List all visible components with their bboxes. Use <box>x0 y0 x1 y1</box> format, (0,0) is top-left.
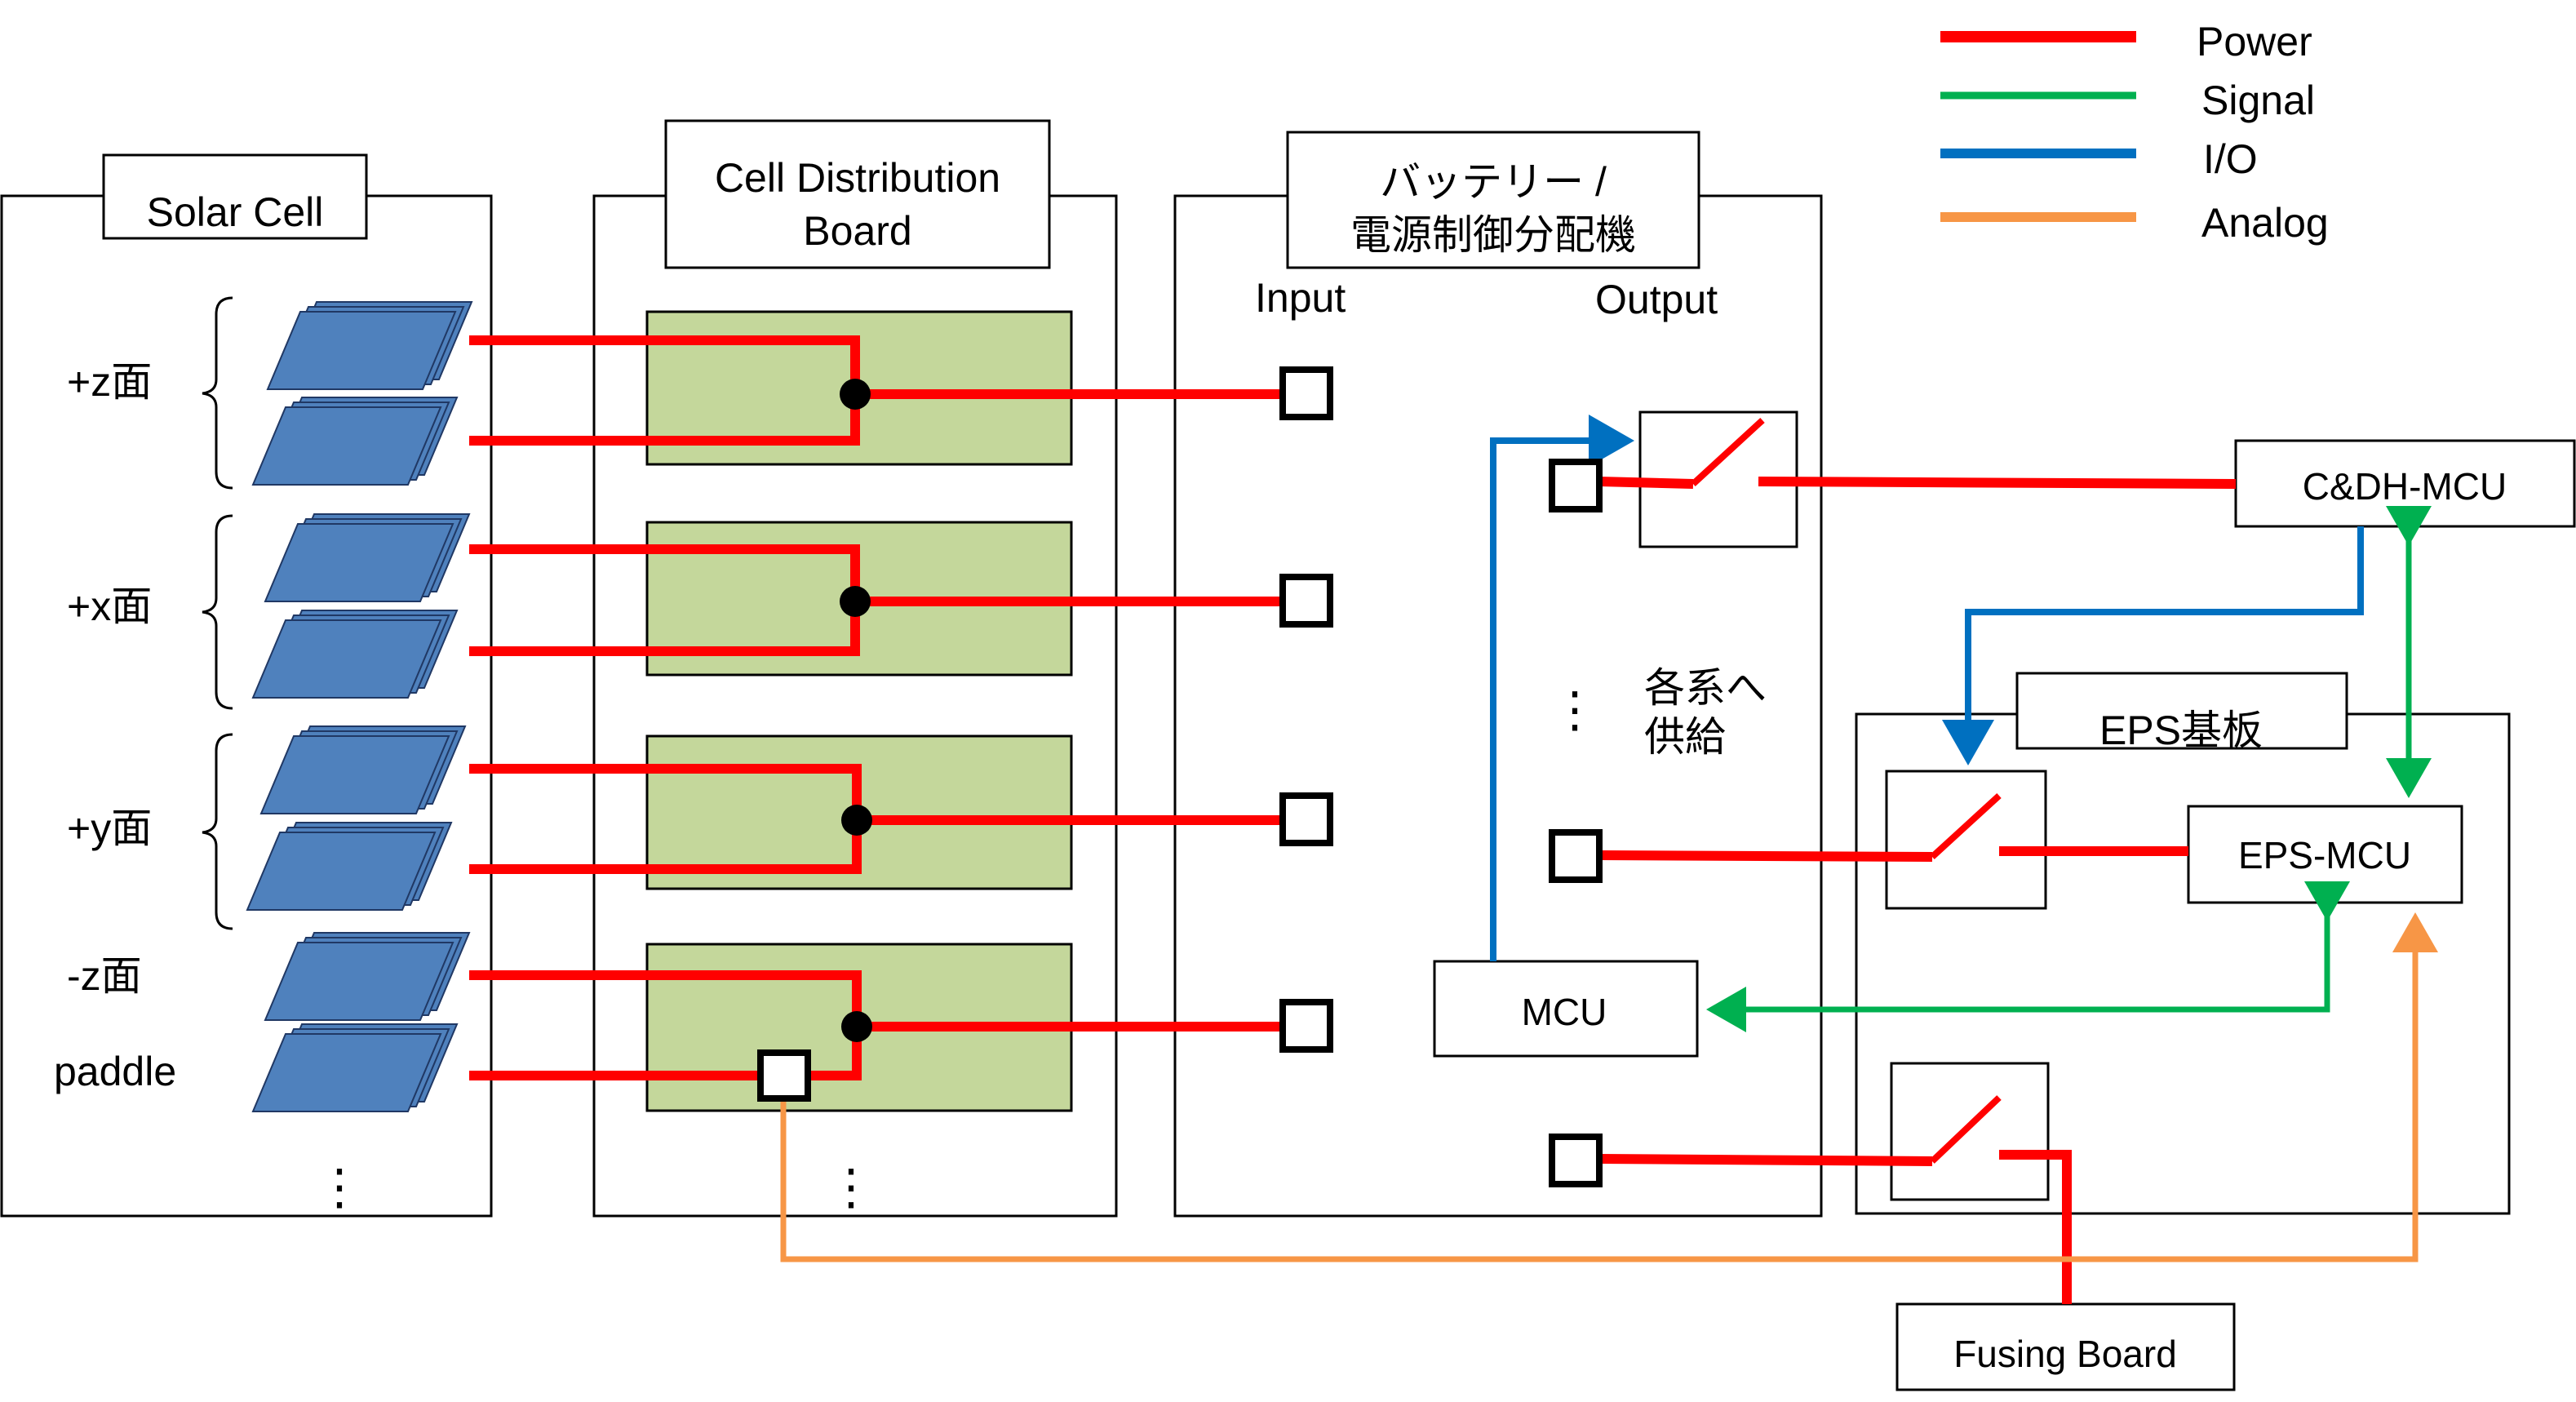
legend: Power Signal I/O Analog <box>1940 19 2329 246</box>
power-line-paddle <box>469 1027 862 1080</box>
output-port-1 <box>1549 459 1603 512</box>
power-line-y-upper <box>469 764 862 820</box>
solar-cell-panel: Solar Cell +z面 +x面 +y面 -z面 paddle ⋮ <box>0 153 493 1218</box>
cdh-mcu-label: C&DH-MCU <box>2303 465 2507 508</box>
power-line-eps-switch-blade <box>1930 793 2002 859</box>
solar-cell-stack-z-lower <box>253 397 457 485</box>
input-port-3 <box>1279 792 1333 846</box>
input-port-2 <box>1279 574 1333 628</box>
fusing-switch-box <box>1890 1062 2050 1201</box>
battery-mcu-box <box>1433 960 1699 1058</box>
cell-distribution-title-box <box>664 119 1051 269</box>
power-line-output1-to-switch <box>1598 477 1694 489</box>
solar-cell-stack-x-lower <box>253 610 457 698</box>
junction-dot-1 <box>840 379 871 410</box>
battery-title-box <box>1286 131 1700 269</box>
brace-x <box>202 514 233 710</box>
junction-dot-4 <box>841 1011 872 1042</box>
power-line-output2-to-eps-switch <box>1598 850 1933 862</box>
power-line-minus-z <box>469 970 862 1027</box>
solar-cell-ellipsis: ⋮ <box>315 1160 364 1214</box>
junction-dot-3 <box>841 805 872 836</box>
battery-input-label: Input <box>1255 275 1346 321</box>
battery-mcu-label: MCU <box>1522 991 1607 1033</box>
output-port-2 <box>1549 829 1603 883</box>
face-label-z: +z面 <box>67 359 152 405</box>
battery-supply-line1: 各系へ <box>1644 665 1767 711</box>
io-lines <box>1490 415 2364 961</box>
brace-z <box>202 296 233 490</box>
solar-cell-stack-y-upper <box>261 726 465 814</box>
cell-distribution-title-line2: Board <box>803 208 911 254</box>
power-line-x-upper <box>469 544 860 601</box>
battery-title-line2: 電源制御分配機 <box>1350 212 1636 258</box>
ports <box>757 366 1603 1187</box>
power-line-fusing-switch-blade <box>1930 1095 2002 1164</box>
paddle-label: paddle <box>54 1049 176 1094</box>
legend-io-label: I/O <box>2203 136 2258 182</box>
power-line-x-lower <box>469 601 860 656</box>
face-label-x: +x面 <box>67 583 152 629</box>
eps-board-title: EPS基板 <box>2099 708 2263 753</box>
signal-line-eps-mcu-to-mcu <box>1706 881 2350 1032</box>
solar-cell-stack-paddle <box>253 1024 457 1111</box>
brace-y <box>202 733 233 930</box>
battery-title-line1: バッテリー / <box>1380 159 1607 205</box>
input-port-4 <box>1279 999 1333 1053</box>
solar-cell-title-box <box>102 153 368 240</box>
fusing-board-label: Fusing Board <box>1953 1333 2177 1375</box>
legend-signal-label: Signal <box>2201 78 2315 123</box>
power-line-switch-blade-1 <box>1691 418 1765 486</box>
power-line-fusing-switch-to-board <box>1999 1150 2072 1304</box>
legend-analog-label: Analog <box>2201 200 2329 246</box>
face-label-y: +y面 <box>67 805 152 851</box>
battery-panel: バッテリー / 電源制御分配機 Input Output 各系へ 供給 ⋮ MC… <box>1173 131 1823 1218</box>
fusing-board-box <box>1895 1302 2236 1391</box>
input-port-1 <box>1279 366 1333 420</box>
power-lines <box>469 335 2237 1304</box>
output-port-3 <box>1549 1134 1603 1187</box>
face-label-minus-z: -z面 <box>67 953 142 999</box>
solar-cell-stack-z-upper <box>268 302 472 389</box>
power-line-y-lower <box>469 820 862 874</box>
solar-cell-stack-minus-z <box>265 933 469 1020</box>
eps-switch-box <box>1885 770 2047 910</box>
cell-distribution-ellipsis: ⋮ <box>827 1160 876 1214</box>
io-line-cdh-to-eps-switch <box>1942 526 2364 765</box>
solar-cell-stack-y-lower <box>247 823 451 910</box>
power-line-output3-to-fusing-switch <box>1598 1154 1933 1166</box>
solar-cell-stack-x-upper <box>265 514 469 601</box>
power-line-switch-to-cdh <box>1758 477 2237 489</box>
junction-dot-2 <box>840 586 871 617</box>
cell-distribution-title-line1: Cell Distribution <box>715 155 1000 201</box>
eps-mcu-label: EPS-MCU <box>2238 834 2411 876</box>
battery-supply-line2: 供給 <box>1644 714 1726 760</box>
signal-lines <box>1706 506 2432 1032</box>
power-line-z-upper <box>469 335 860 394</box>
eps-board-title-box <box>2015 672 2348 750</box>
analog-sense-port <box>757 1049 811 1102</box>
solar-cell-title: Solar Cell <box>147 189 324 235</box>
battery-output-label: Output <box>1595 277 1718 322</box>
battery-ellipsis: ⋮ <box>1550 682 1599 737</box>
junction-dots <box>840 379 872 1042</box>
analog-line-paddle-to-eps-mcu <box>780 912 2438 1262</box>
legend-power-label: Power <box>2197 19 2312 64</box>
io-line-mcu-to-output-switch <box>1490 415 1634 961</box>
